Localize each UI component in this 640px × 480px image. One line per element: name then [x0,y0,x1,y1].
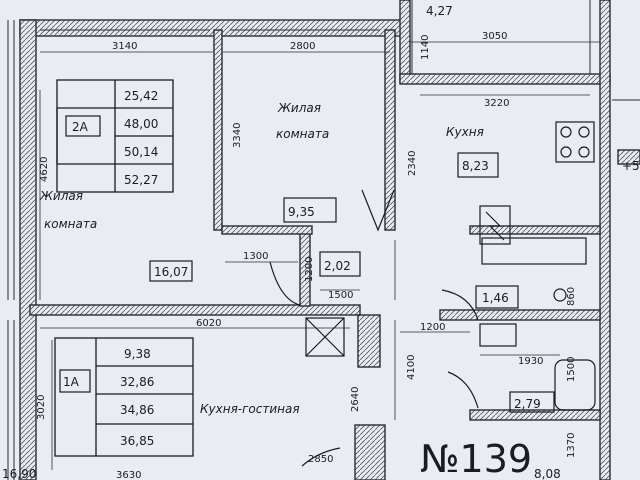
dimension-label: 3140 [112,41,137,52]
table-2a-value: 50,14 [124,145,158,159]
dimension-label: 6020 [196,318,221,329]
dimension-label: 2850 [308,454,333,465]
table-1a-label: 1А [63,375,80,389]
table-2a-value: 48,00 [124,117,158,131]
dimension-label: 1930 [518,356,543,367]
table-1a-value: 34,86 [120,403,154,417]
table-2a-label: 2А [72,120,89,134]
top-fragment-area: 4,27 [426,4,453,18]
room-living-left-area: 16,07 [154,265,188,279]
area-table-1a [54,337,194,457]
table-1a-value: 9,38 [124,347,151,361]
window-marks [7,0,640,480]
room-living-center-area: 9,35 [288,205,315,219]
room-kitchen-living-name: Кухня-гостиная [200,402,300,416]
dimension-lines [39,41,600,470]
dimension-label: 1500 [566,357,577,382]
dimension-label: 1370 [566,433,577,458]
room-bath-2-area: 2,79 [514,397,541,411]
room-kitchen-name: Кухня [446,125,484,139]
area-table-2a [56,79,174,193]
edge-fragment: +5 [622,159,640,173]
room-living-left-name: Жилая [39,189,83,203]
dimension-label: 1200 [304,257,315,282]
room-hall-small-area: 2,02 [324,259,351,273]
dimension-label: 1140 [420,35,431,60]
walls [19,0,640,480]
dimension-label: 3020 [36,395,47,420]
fixtures [269,121,596,467]
room-living-center-name: Жилая [277,101,321,115]
area-boxes [59,115,555,413]
dimension-label: 1500 [328,290,353,301]
table-2a-value: 25,42 [124,89,158,103]
room-kitchen-area: 8,23 [462,159,489,173]
dimension-label: 860 [566,287,577,306]
dimension-label: 3340 [232,123,243,148]
room-living-center-name-2: комната [276,127,329,141]
dimension-label: 2340 [407,151,418,176]
dimension-label: 3220 [484,98,509,109]
dimension-label: 4620 [39,157,50,182]
dimension-label: 2640 [350,387,361,412]
dimension-label: 3050 [482,31,507,42]
dimension-label: 3630 [116,470,141,480]
dimension-label: 2800 [290,41,315,52]
room-bath-1-area: 1,46 [482,291,509,305]
table-1a-value: 36,85 [120,434,154,448]
table-1a-value: 32,86 [120,375,154,389]
apartment-number: №139 [420,437,532,480]
dimension-label: 1200 [420,322,445,333]
dimension-label: 4100 [406,355,417,380]
edge-fragment: 16,90 [2,467,36,480]
edge-fragment: 8,08 [534,467,561,480]
table-2a-value: 52,27 [124,173,158,187]
dimension-label: 1300 [243,251,268,262]
room-living-left-name-2: комната [44,217,97,231]
